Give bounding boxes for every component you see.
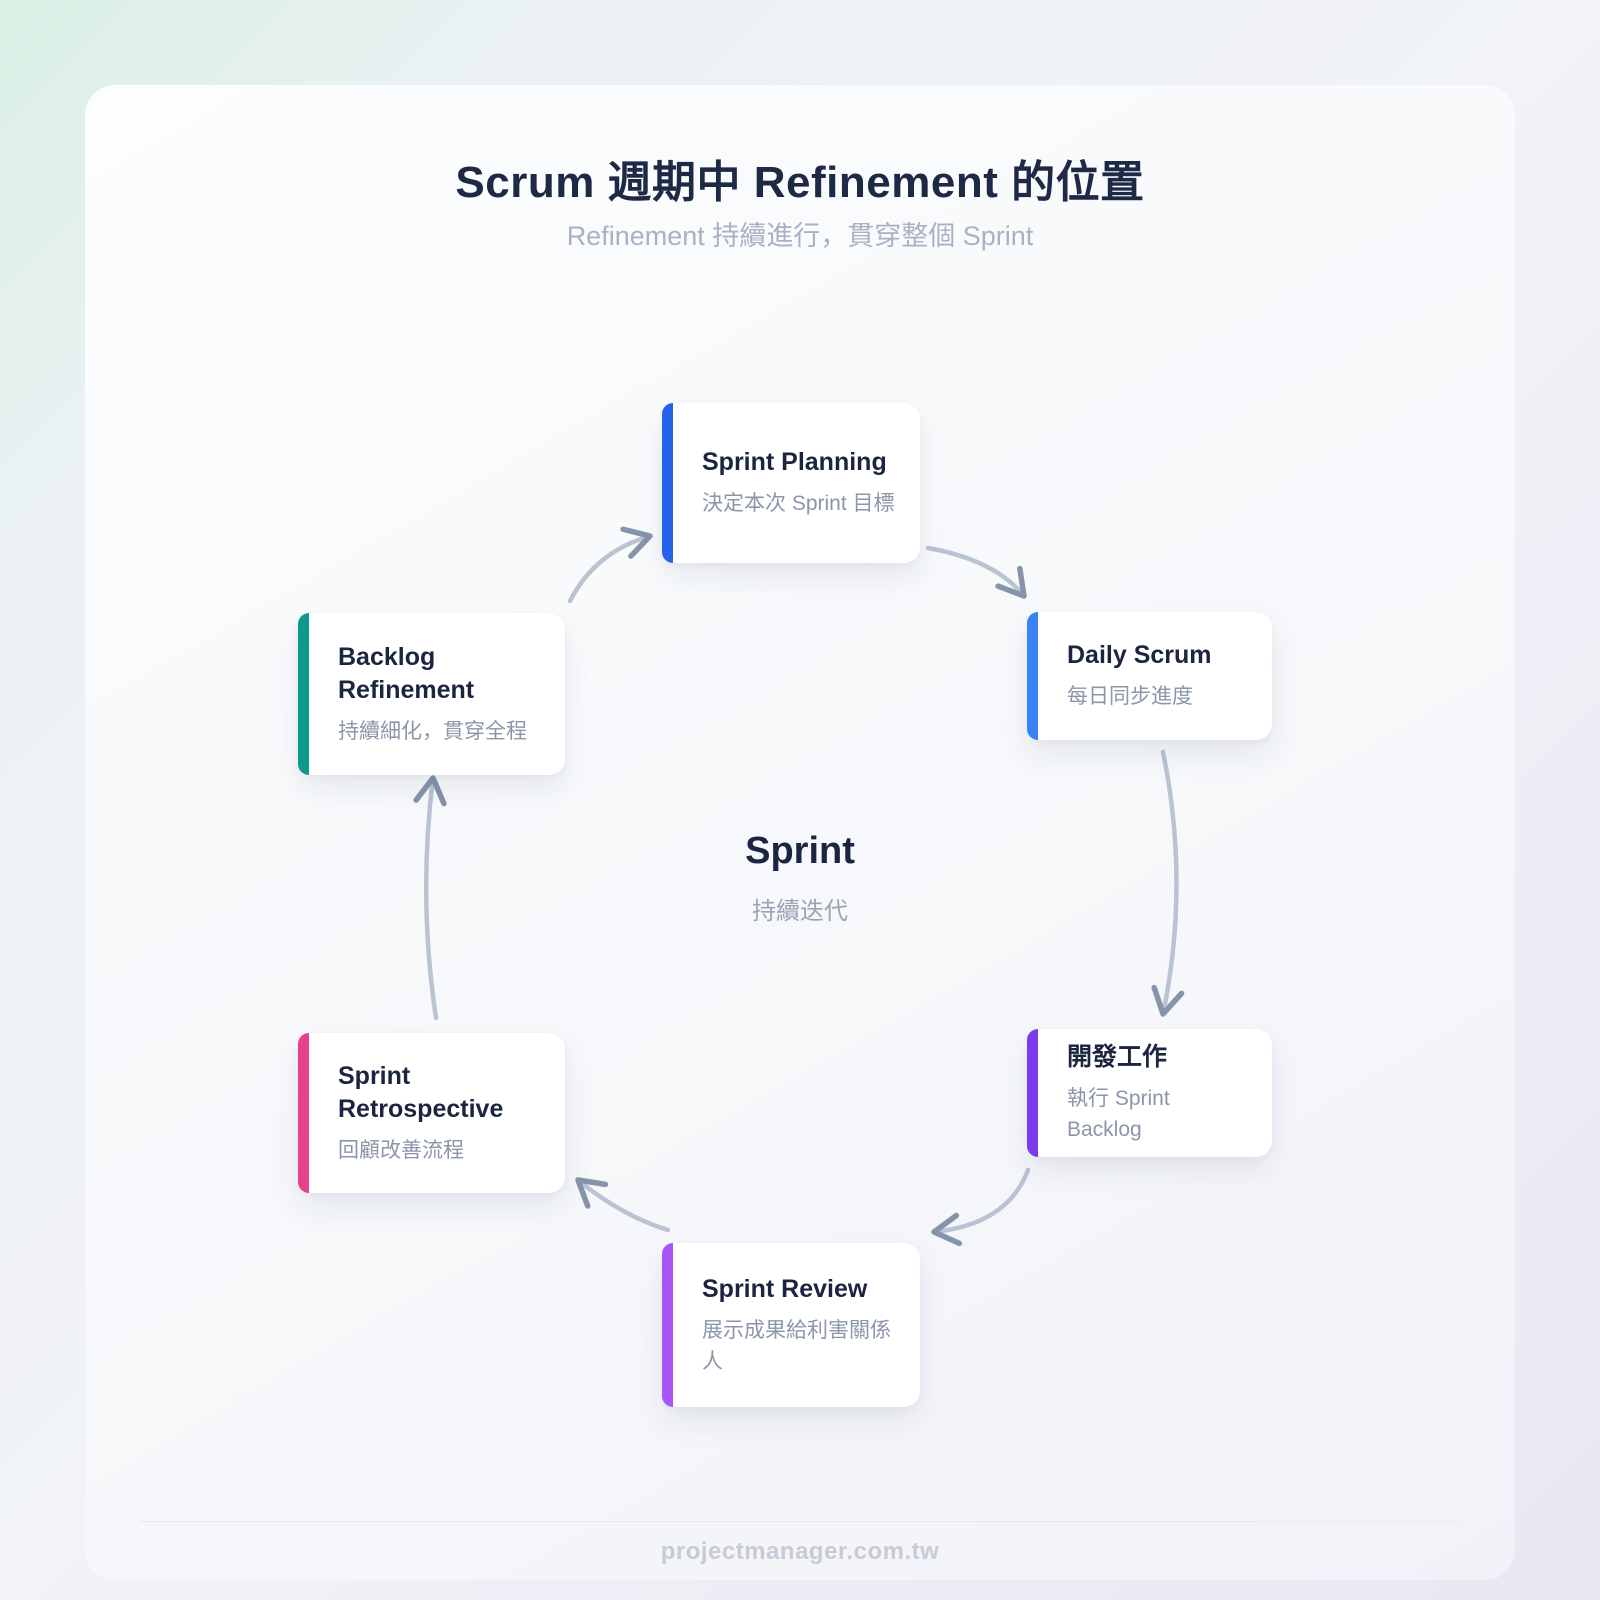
node-title: Daily Scrum [1067, 641, 1212, 670]
node-backlog-refinement: Backlog Refinement 持續細化，貫穿全程 [298, 613, 565, 775]
accent-bar [662, 403, 673, 563]
node-title: 開發工作 [1067, 1042, 1168, 1071]
footer-site-label: projectmanager.com.tw [660, 1538, 940, 1565]
node-desc: 執行 Sprint Backlog [1067, 1086, 1170, 1142]
node-sprint-review: Sprint Review 展示成果給利害關係人 [662, 1243, 920, 1407]
accent-bar [1027, 1029, 1038, 1157]
page-title: Scrum 週期中 Refinement 的位置 [455, 158, 1145, 207]
node-desc: 回顧改善流程 [338, 1138, 464, 1162]
arrow-retro-to-refinement [413, 775, 447, 1021]
accent-bar [1027, 612, 1038, 740]
node-dev-work: 開發工作 執行 Sprint Backlog [1027, 1029, 1272, 1157]
page-subtitle: Refinement 持續進行，貫穿整個 Sprint [566, 221, 1034, 251]
node-title: Backlog Refinement [338, 642, 475, 704]
arrow-dev-to-review [931, 1167, 1031, 1247]
node-title: Sprint Planning [702, 448, 887, 477]
node-sprint-planning: Sprint Planning 決定本次 Sprint 目標 [662, 403, 920, 563]
accent-bar [298, 1033, 309, 1193]
node-sprint-retrospective: Sprint Retrospective 回顧改善流程 [298, 1033, 565, 1193]
footer-divider [140, 1521, 1460, 1522]
cycle-center-label: Sprint 持續迭代 [0, 830, 1600, 926]
cycle-center-title: Sprint [745, 830, 855, 872]
node-desc: 持續細化，貫穿全程 [338, 719, 527, 743]
accent-bar [298, 613, 309, 775]
arrow-refinement-to-planning [567, 526, 653, 604]
node-title: Sprint Review [702, 1274, 868, 1303]
arrow-planning-to-daily [925, 545, 1027, 599]
node-desc: 每日同步進度 [1067, 685, 1193, 709]
arrow-daily-to-dev [1151, 749, 1185, 1017]
node-title: Sprint Retrospective [338, 1061, 504, 1123]
node-desc: 決定本次 Sprint 目標 [702, 492, 895, 516]
cycle-center-subtitle: 持續迭代 [752, 898, 848, 925]
node-desc: 展示成果給利害關係人 [702, 1318, 891, 1374]
node-daily-scrum: Daily Scrum 每日同步進度 [1027, 612, 1272, 740]
arrow-review-to-retro [575, 1177, 671, 1233]
accent-bar [662, 1243, 673, 1407]
